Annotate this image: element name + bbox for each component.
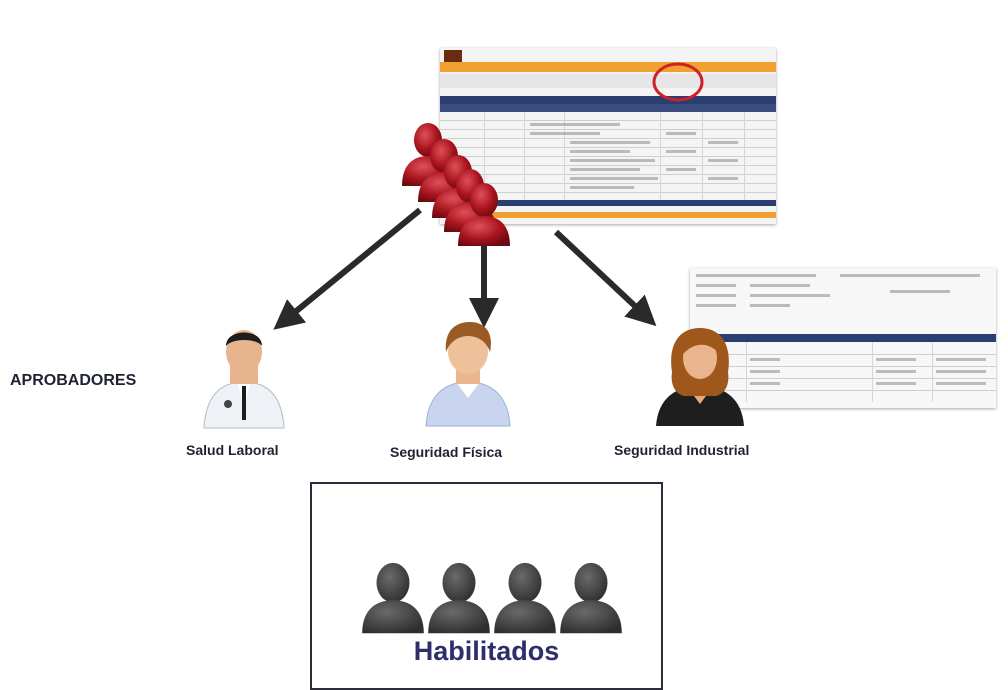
screenshot-table-body <box>440 112 776 200</box>
user-silhouette-icon <box>362 562 424 634</box>
screenshot-header-bar <box>440 62 776 72</box>
user-silhouette-icon <box>428 562 490 634</box>
male-user-icon <box>425 322 511 427</box>
arrow-to-salud-laboral <box>273 207 422 330</box>
user-silhouette-icon <box>494 562 556 634</box>
screenshot-right-bar <box>710 334 996 342</box>
user-silhouette-icon <box>560 562 622 634</box>
screenshot-logo <box>444 50 462 64</box>
enabled-users-label: Habilitados <box>413 636 560 666</box>
highlight-circle <box>652 62 704 102</box>
screenshot-tab-row <box>440 74 776 88</box>
approver-label-salud-laboral: Salud Laboral <box>186 442 279 458</box>
application-screenshot-right <box>690 268 996 408</box>
approver-label-seguridad-industrial: Seguridad Industrial <box>614 442 750 458</box>
screenshot-footer-bar <box>440 212 776 218</box>
doctor-icon <box>203 330 285 429</box>
enabled-users-box: Habilitados <box>310 482 663 690</box>
screenshot-bottom-bar <box>440 200 776 206</box>
screenshot-form-area <box>690 268 996 316</box>
screenshot-table-header <box>440 104 776 112</box>
screenshot-right-table <box>710 342 996 402</box>
female-user-icon <box>656 328 744 426</box>
requesters-group-icon <box>402 123 510 246</box>
screenshot-title-bar <box>440 96 776 104</box>
approvers-group-label: APROBADORES <box>10 372 137 389</box>
arrow-to-seguridad-industrial <box>553 229 657 327</box>
approver-label-seguridad-fisica: Seguridad Física <box>390 444 503 460</box>
